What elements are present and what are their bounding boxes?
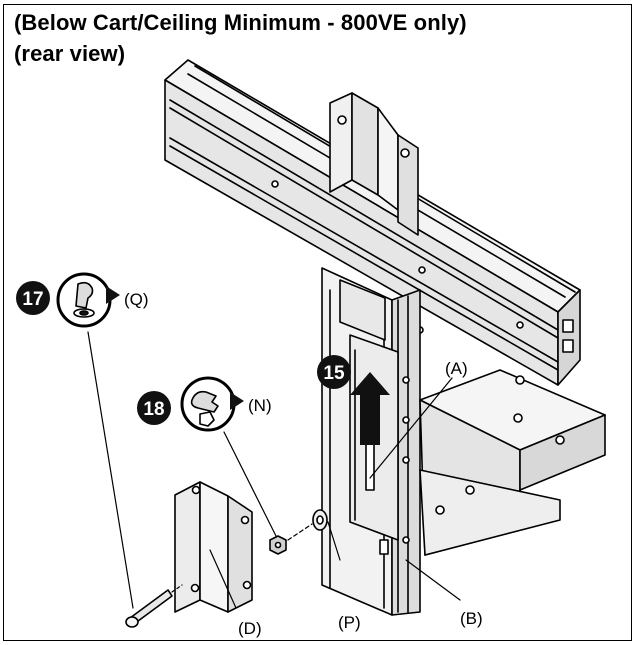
- label-n: (N): [248, 396, 272, 415]
- leader-18: [223, 431, 277, 537]
- leader-17: [87, 331, 134, 609]
- leader-d: [209, 549, 237, 609]
- diagram-subtitle: (rear view): [14, 41, 126, 66]
- label-a: (A): [445, 359, 468, 378]
- step-badge-18: 18: [137, 391, 171, 425]
- washer-part: [312, 509, 341, 561]
- step-number-18: 18: [143, 399, 164, 420]
- leader-b: [405, 559, 461, 601]
- step-badge-15: 15: [317, 355, 351, 389]
- step-number-15: 15: [323, 363, 345, 384]
- nut-part: [269, 535, 287, 555]
- step-badge-17: 17: [16, 281, 50, 315]
- label-d: (D): [238, 619, 262, 638]
- shelf-bracket: [419, 369, 606, 556]
- screw-rotate-clockwise-icon: [56, 272, 120, 328]
- leader-a: [369, 377, 453, 479]
- bracket-d: [174, 481, 253, 613]
- label-p: (P): [338, 613, 361, 632]
- upper-channel-bracket: [329, 92, 419, 236]
- diagram-title: (Below Cart/Ceiling Minimum - 800VE only…: [14, 10, 467, 35]
- screw-part: [125, 584, 183, 628]
- label-q: (Q): [124, 290, 149, 309]
- arrow-up-icon: [350, 372, 390, 445]
- diagram-frame: [3, 4, 632, 641]
- wrench-rotate-clockwise-icon: [180, 376, 244, 432]
- label-b: (B): [460, 609, 483, 628]
- step-number-17: 17: [22, 289, 43, 310]
